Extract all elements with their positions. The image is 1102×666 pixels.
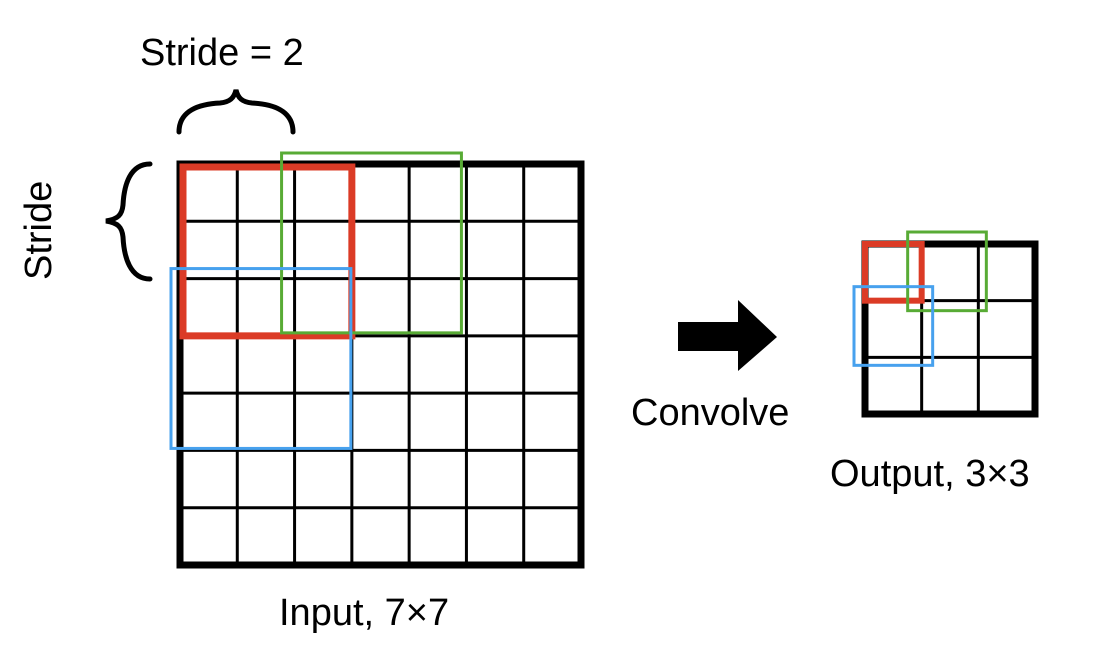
curly-brace-icon xyxy=(105,161,153,282)
blue-window-output xyxy=(852,285,935,367)
input-grid xyxy=(169,151,585,569)
right-arrow-icon xyxy=(678,300,777,371)
output-label: Output, 3×3 xyxy=(830,453,1030,495)
red-window-output xyxy=(862,241,925,304)
convolve-label: Convolve xyxy=(631,392,790,434)
red-window-input xyxy=(179,163,356,340)
blue-window-input xyxy=(169,267,353,450)
green-window-output xyxy=(906,230,988,313)
green-window-input xyxy=(280,151,463,335)
input-label: Input, 7×7 xyxy=(279,592,450,634)
stride-label-top: Stride = 2 xyxy=(140,32,304,74)
grid-border xyxy=(176,160,585,569)
curly-brace-icon xyxy=(176,89,296,135)
output-grid xyxy=(852,230,1039,418)
grid-border xyxy=(861,240,1039,418)
stride-label-side: Stride xyxy=(18,180,60,280)
